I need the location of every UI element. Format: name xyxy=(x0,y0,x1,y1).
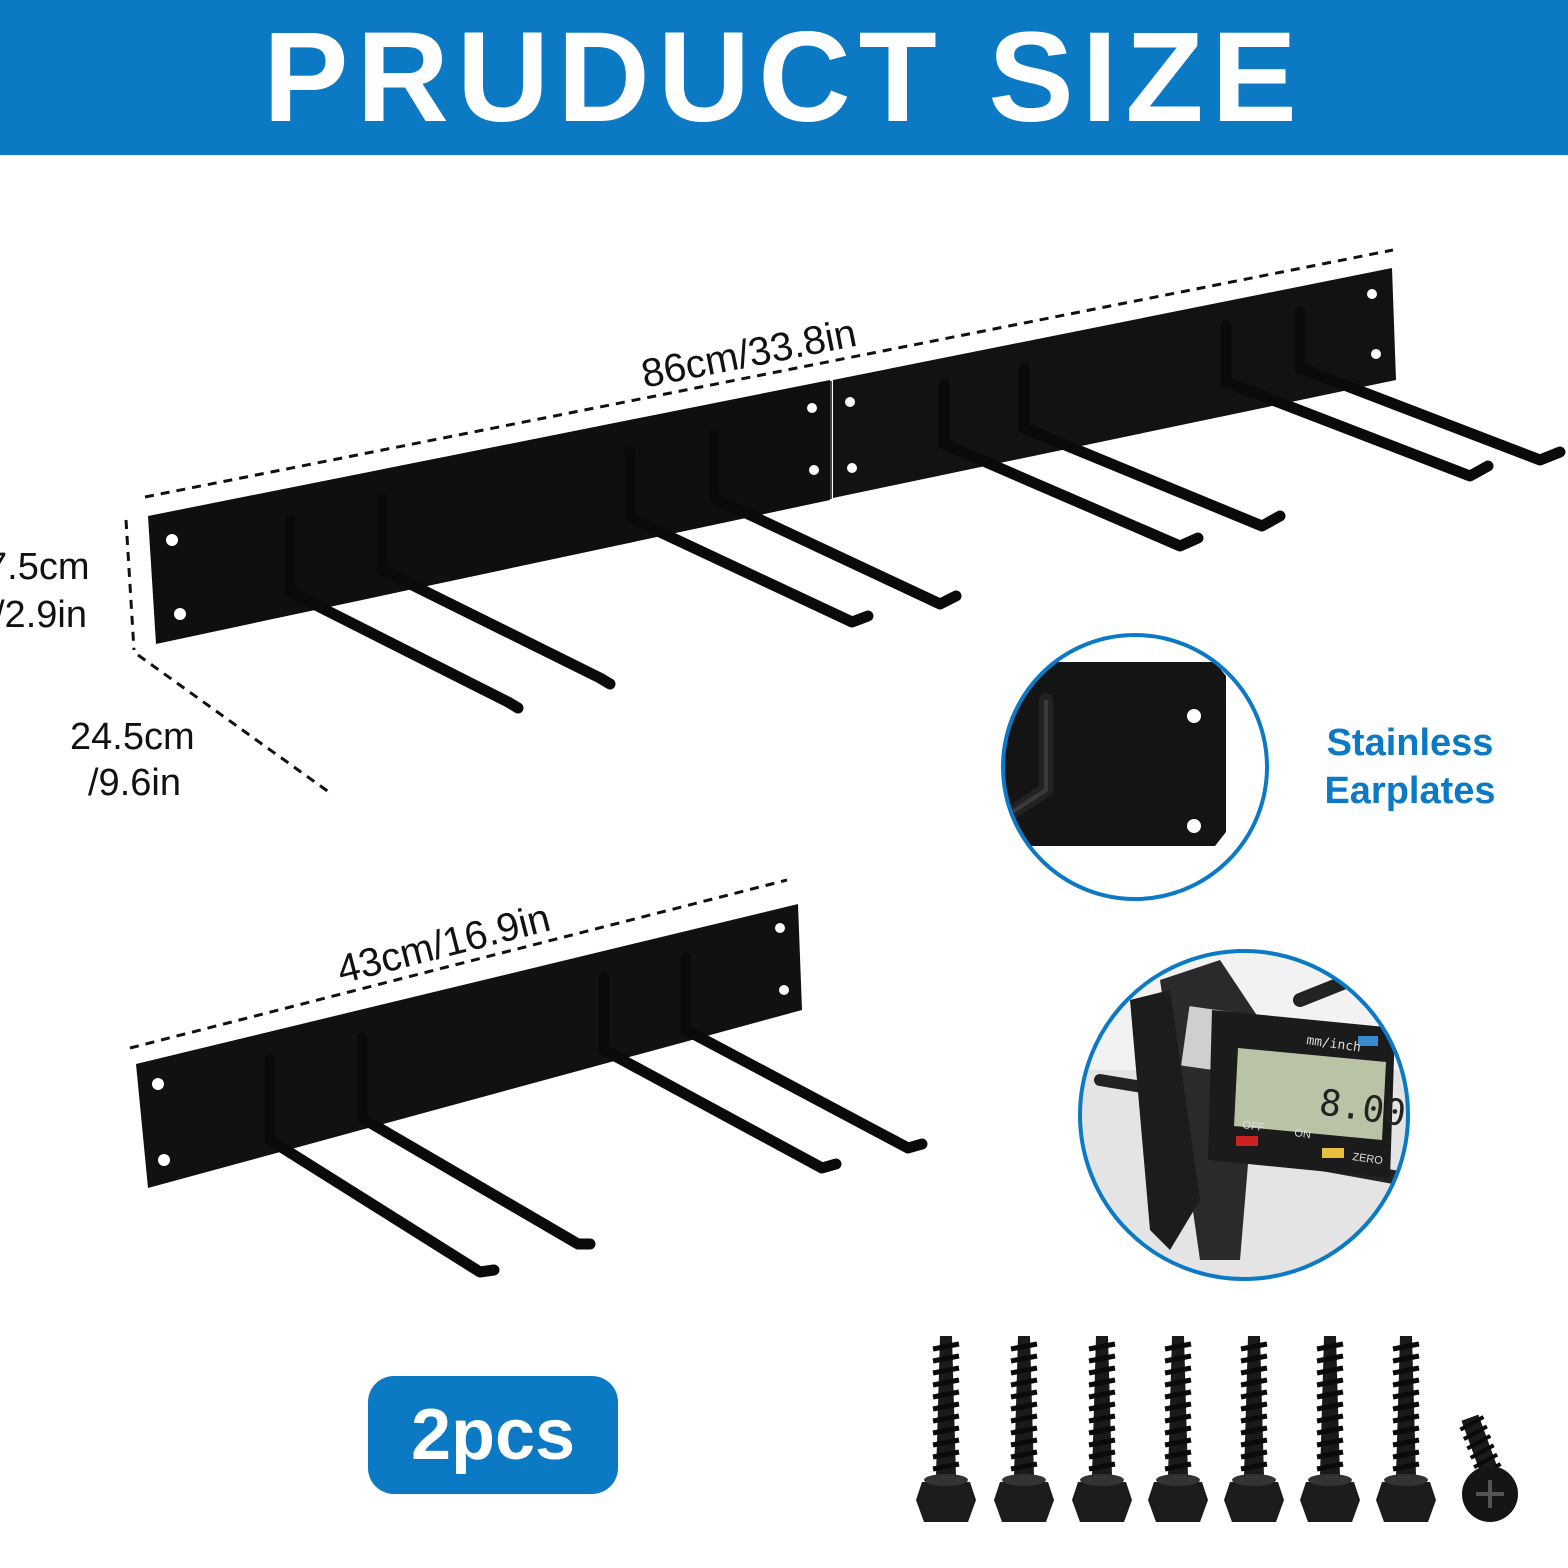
depth-line xyxy=(137,653,334,797)
earplate-detail xyxy=(1001,633,1269,901)
earplate-callout-line2: Earplates xyxy=(1324,769,1496,812)
title-banner: PRUDUCT SIZE xyxy=(0,0,1568,155)
long-rack-hooks xyxy=(284,306,1566,714)
depth-in-label: /9.6in xyxy=(88,762,181,804)
short-rack-hooks xyxy=(264,952,928,1278)
dimension-lines xyxy=(124,248,1394,1050)
screw-head-icon xyxy=(1462,1466,1518,1522)
earplate-detail-ring xyxy=(1001,633,1269,901)
screw-icon xyxy=(916,1336,976,1522)
short-rack-plate xyxy=(136,904,802,1188)
long-rack-plate-left xyxy=(148,380,830,644)
quantity-label: 2pcs xyxy=(410,1395,576,1475)
quantity-badge: 2pcs xyxy=(368,1376,618,1494)
screw-icon xyxy=(1300,1336,1360,1522)
caliper-detail-ring xyxy=(1078,949,1410,1281)
caliper-on-label: ON xyxy=(1294,1127,1312,1141)
height-cm-label: 7.5cm xyxy=(0,546,90,588)
screw-icon xyxy=(1376,1336,1436,1522)
earplate-callout-line1: Stainless xyxy=(1326,722,1494,764)
caliper-zero-label: ZERO xyxy=(1352,1151,1384,1167)
page-title: PRUDUCT SIZE xyxy=(263,5,1305,149)
screw-icon xyxy=(1072,1336,1132,1522)
caliper-detail: mm/inch 8.00 OFF ON ZERO xyxy=(1078,949,1410,1281)
screw-icon xyxy=(1148,1336,1208,1522)
long-rack xyxy=(148,268,1566,714)
caliper-off-label: OFF xyxy=(1242,1119,1266,1134)
short-length-line xyxy=(129,878,788,1050)
height-in-label: /2.9in xyxy=(0,594,87,636)
short-rack xyxy=(136,904,928,1278)
height-line xyxy=(124,519,136,651)
depth-cm-label: 24.5cm xyxy=(70,716,195,758)
short-rack-holes xyxy=(152,923,789,1166)
screws xyxy=(916,1336,1518,1522)
long-length-line xyxy=(144,248,1394,499)
long-rack-plate-right xyxy=(833,268,1396,498)
mounting-holes xyxy=(166,289,1381,620)
screw-icon xyxy=(1224,1336,1284,1522)
earplate-callout: Stainless Earplates xyxy=(1300,720,1520,815)
screw-icon xyxy=(994,1336,1054,1522)
